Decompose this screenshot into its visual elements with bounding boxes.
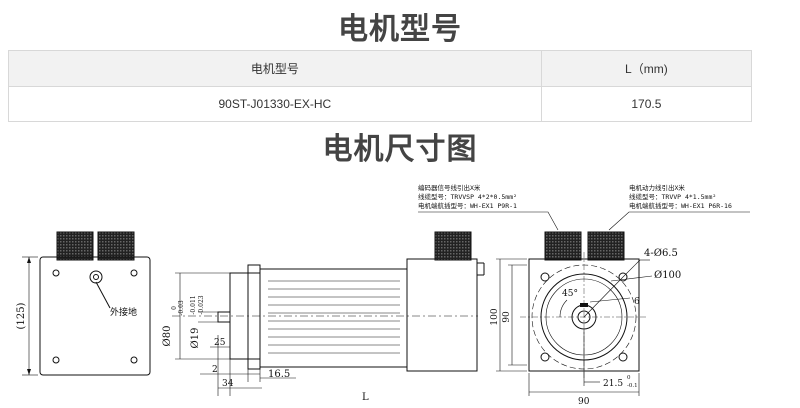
power-connector-back [97,231,135,261]
cell-length: 170.5 [540,86,753,122]
dim-125: (125) [16,302,27,329]
dim-19-tol-bottom: -0.023 [198,295,205,314]
dim-6: 6 [634,297,640,307]
dim-16-5: 16.5 [268,369,290,380]
dim-90-bottom: 90 [578,397,590,407]
table-row: 90ST-J01330-EX-HC 170.5 [8,86,753,122]
model-title: 电机型号 [338,13,462,46]
table-header-row: 电机型号 L（mm) [8,50,753,87]
dim-34: 34 [222,379,234,389]
dim-21-5-tol2: -0.1 [627,383,638,389]
dim-pcd: Ø100 [654,270,681,281]
encoder-note-line2: 线缆型号：TRVVSP 4*2*0.5mm² [418,192,517,201]
header-model: 电机型号 [8,50,542,87]
dim-80-tol-top: 0 [171,306,178,310]
drawing-title: 电机尺寸图 [322,133,478,166]
front-view [496,231,653,396]
connector-side [434,231,472,261]
spec-table: 电机型号 L（mm) 90ST-J01330-EX-HC 170.5 [8,50,753,122]
dimension-drawing: (125) 外接地 [0,160,800,408]
dim-21-5: 21.5 [603,379,623,389]
encoder-note-line1: 编码器信号线引出X米 [418,183,481,192]
drawing-svg: (125) 外接地 [16,183,750,407]
encoder-note-line3: 电机端航插型号：WH-EX1 P9R-1 [418,201,517,210]
dim-45: 45° [562,289,578,299]
dim-L: L [362,392,369,403]
dim-100: 100 [490,308,500,325]
power-note-line3: 电机端航插型号：WH-EX1 P6R-16 [629,201,732,210]
dim-80-tol-bottom: -0.03 [178,300,185,316]
dim-21-5-tol: 0 [627,375,631,381]
encoder-connector-back [56,231,94,261]
power-connector-front [587,231,625,261]
back-housing [39,256,151,376]
dim-90-side: 90 [502,311,512,323]
dim-25: 25 [214,338,226,348]
back-view [22,231,151,376]
ground-label: 外接地 [110,306,137,318]
power-note: 电机动力线引出X米 线缆型号：TRVVP 4*1.5mm² 电机端航插型号：WH… [608,183,750,231]
dim-holes: 4-Ø6.5 [644,248,678,259]
dim-80: Ø80 [162,326,173,347]
shaft [217,311,231,323]
rear-housing [406,258,478,372]
cell-model: 90ST-J01330-EX-HC [8,86,542,122]
power-note-line1: 电机动力线引出X米 [629,183,685,192]
ground-screw [89,270,103,284]
encoder-connector-front [544,231,582,261]
dim-19: Ø19 [190,328,201,349]
power-note-line2: 线缆型号：TRVVP 4*1.5mm² [629,192,716,201]
encoder-note: 编码器信号线引出X米 线缆型号：TRVVSP 4*2*0.5mm² 电机端航插型… [418,183,559,231]
header-length: L（mm) [540,50,753,87]
side-view [172,231,485,396]
dim-19-tol-top: -0.011 [190,295,197,314]
motor-body [259,268,408,368]
dim-2: 2 [212,365,218,375]
